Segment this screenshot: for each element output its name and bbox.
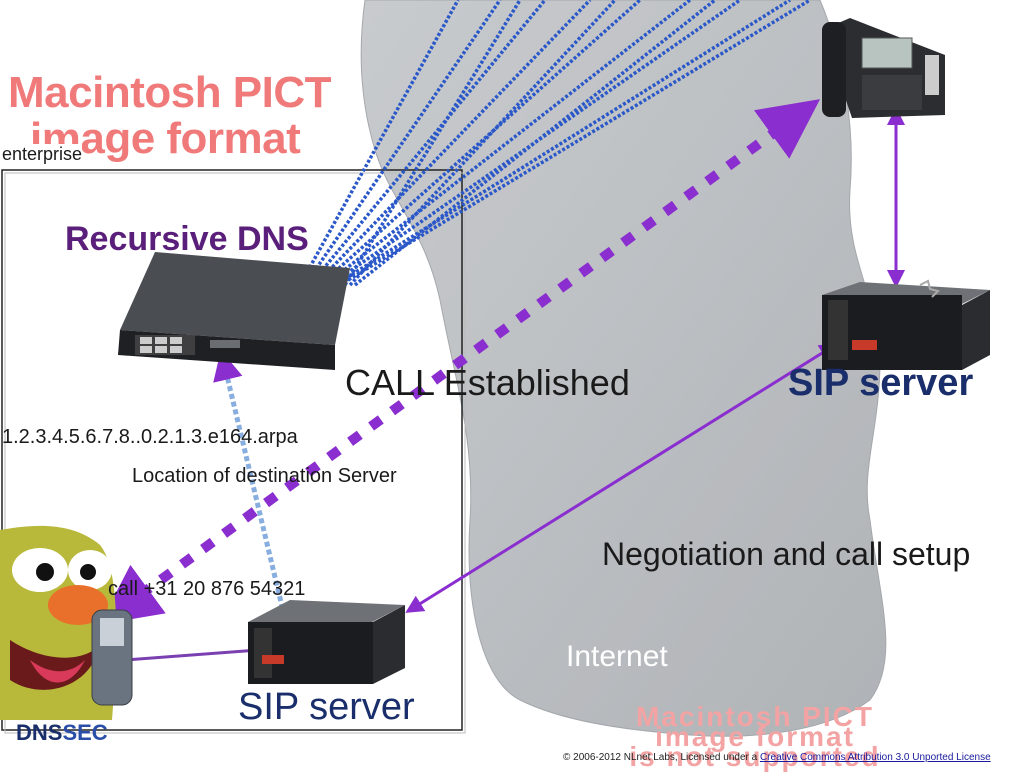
- internet-label: Internet: [566, 640, 668, 673]
- pict-bottom-line-3: is not supported: [629, 741, 881, 772]
- negotiation-line: [405, 343, 838, 613]
- location-label: Location of destination Server: [132, 465, 397, 487]
- pict-placeholder-top: Macintosh PICT image format: [8, 68, 332, 162]
- puppet-caller: [0, 525, 133, 720]
- enterprise-label: enterprise: [2, 144, 83, 165]
- sip-server-right: [822, 279, 990, 370]
- footer-prefix: © 2006-2012 NLnet Labs, Licensed under a: [563, 752, 760, 763]
- pict-placeholder-bottom: Macintosh PICT image format is not suppo…: [505, 701, 1005, 772]
- call-number-label: call +31 20 876 54321: [108, 578, 306, 600]
- ip-phone: [822, 18, 945, 118]
- sip-server-right-label: SIP server: [788, 362, 974, 404]
- pict-line-1: Macintosh PICT: [8, 68, 332, 117]
- dnssec-logo: DNSSEC: [16, 722, 108, 744]
- sip-server-bottom-label: SIP server: [238, 686, 415, 728]
- license-link[interactable]: Creative Commons Attribution 3.0 Unporte…: [759, 752, 991, 763]
- pict-bottom-line-1: Macintosh PICT: [635, 701, 874, 732]
- recursive-dns-label: Recursive DNS: [65, 220, 309, 258]
- call-established-line: [99, 99, 821, 625]
- dnssec-logo-dns: DNS: [16, 720, 63, 745]
- pict-bottom-line-2: image format: [655, 721, 855, 752]
- sip-server-bottom: [248, 600, 405, 684]
- e164-domain-label: 1.2.3.4.5.6.7.8..0.2.1.3.e164.arpa: [2, 426, 298, 448]
- negotiation-label: Negotiation and call setup: [602, 536, 971, 572]
- call-established-label: CALL Established: [345, 362, 630, 403]
- recursive-dns-server: [118, 252, 350, 370]
- handset-sip-line: [124, 648, 259, 662]
- footer-license: © 2006-2012 NLnet Labs, Licensed under a…: [563, 752, 991, 763]
- dnssec-logo-sec: SEC: [62, 720, 108, 745]
